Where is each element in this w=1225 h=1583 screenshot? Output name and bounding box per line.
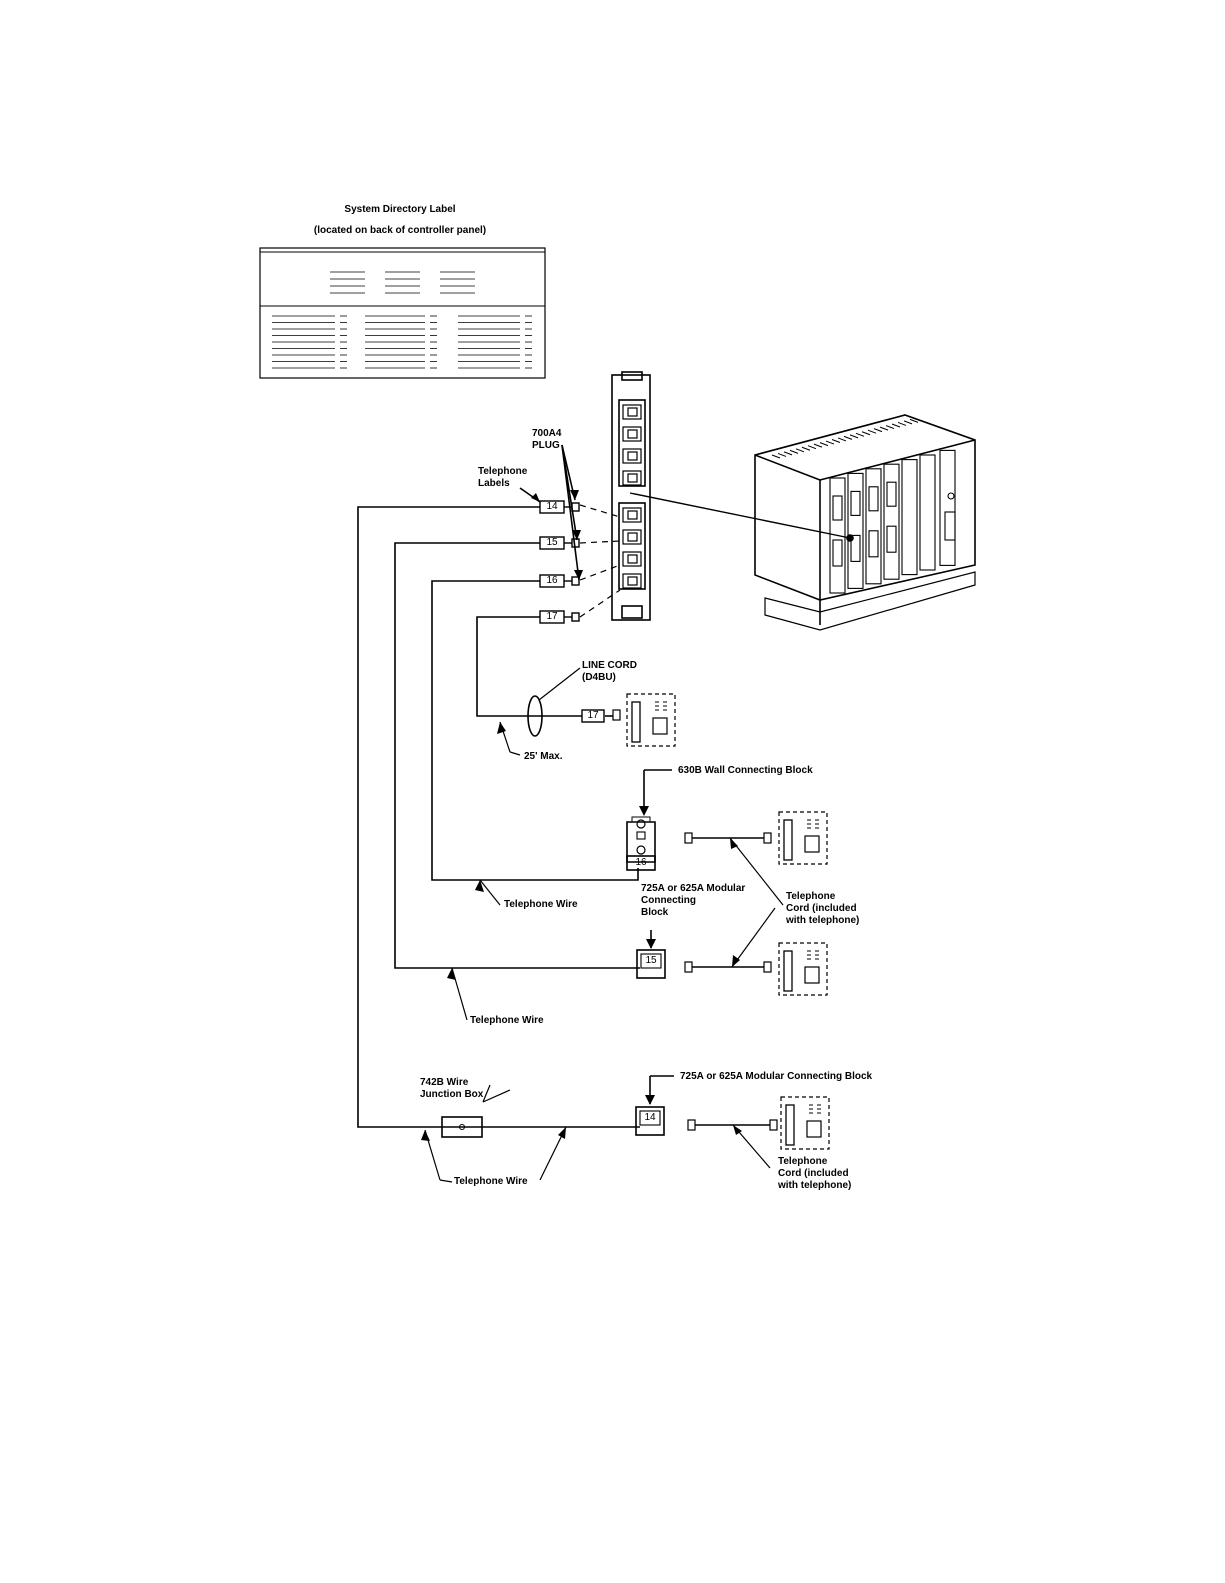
plug-label: 700A4 PLUG [532,428,562,451]
modular-mid-number: 15 [645,955,657,966]
extension-tag-15: 15 [546,537,558,548]
junction-box-label: 742B Wire Junction Box [420,1077,484,1100]
directory-label-card [259,247,546,379]
directory-label-title: System Directory Label [344,204,456,215]
telephone-wire-label-3: Telephone Wire [454,1176,528,1187]
max-length-label: 25' Max. [524,751,563,762]
control-unit [754,414,976,631]
line-cord-label: LINE CORD (D4BU) [582,660,637,683]
controller-panel [611,371,651,621]
telephone-labels-label: Telephone Labels [478,466,528,489]
extension-tag-16: 16 [546,575,558,586]
wall-block-number: 16 [635,857,647,868]
extension-tag-17: 17 [546,611,558,622]
telephone-wire-label-2: Telephone Wire [470,1015,544,1026]
telephone-cord-bottom-label: Telephone Cord (included with telephone) [778,1156,852,1191]
wall-block-label: 630B Wall Connecting Block [678,765,813,776]
modular-bottom-number: 14 [644,1112,656,1123]
modular-block-mid [636,930,666,979]
extension-tag-14: 14 [546,501,558,512]
wall-connecting-block [626,769,672,871]
telephone-cord-mid-label: Telephone Cord (included with telephone) [786,891,860,926]
telephone-wire-label-1: Telephone Wire [504,899,578,910]
modular-block-bottom-label: 725A or 625A Modular Connecting Block [680,1071,873,1082]
modular-block-mid-label: 725A or 625A Modular Connecting Block [641,883,746,918]
cord-tag-number: 17 [587,710,599,721]
modular-block-bottom [635,1075,674,1136]
junction-box [441,1084,511,1138]
directory-label-subtitle: (located on back of controller panel) [313,225,487,236]
